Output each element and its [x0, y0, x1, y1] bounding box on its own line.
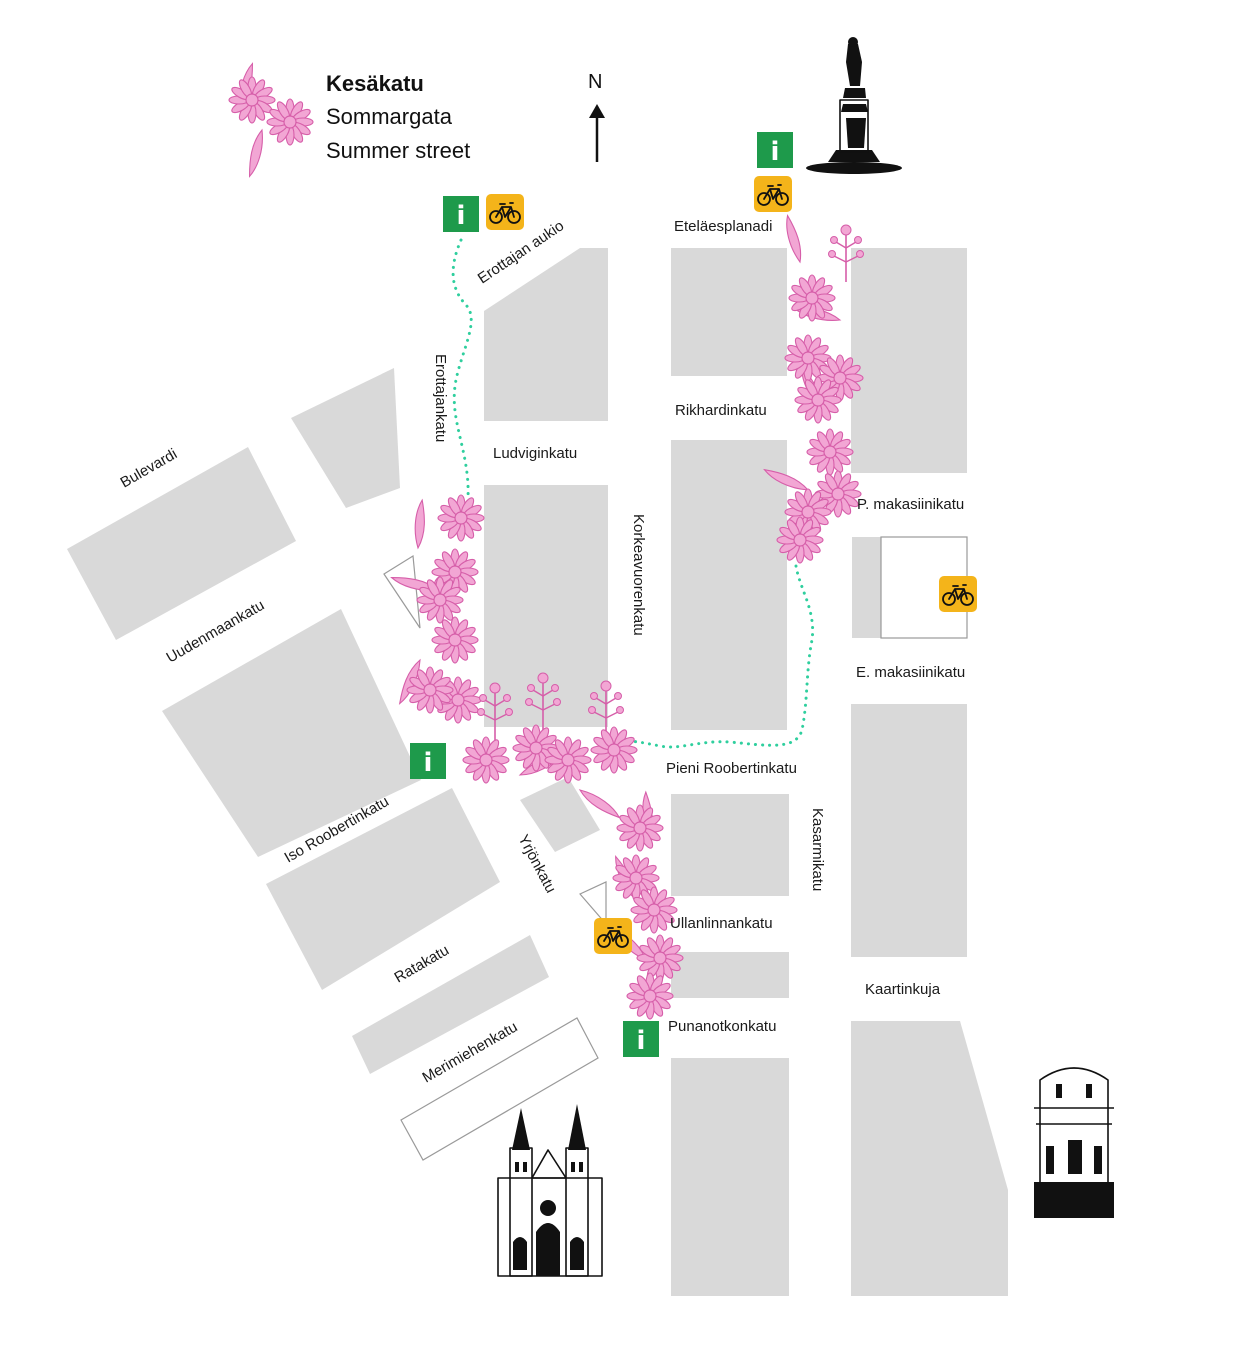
info-point-icon[interactable]: i [443, 196, 479, 232]
block-punanotkonkatu [671, 1058, 789, 1296]
block-uudenmaankatu-north [291, 368, 400, 508]
info-point-icon[interactable]: i [410, 743, 446, 779]
block-ludviginkatu [484, 485, 608, 727]
city-bike-station-icon[interactable] [753, 175, 793, 213]
block-makasiini-left [852, 537, 881, 638]
block-east-top [851, 248, 967, 473]
block-yrjonkatu [520, 777, 600, 852]
street-label-ratakatu: Ratakatu [392, 942, 453, 987]
legend-english: Summer street [326, 138, 470, 163]
street-label-erottajankatu: Erottajankatu [432, 354, 449, 442]
block-erottajan-aukio [484, 248, 608, 421]
street-label-ludviginkatu: Ludviginkatu [493, 445, 577, 462]
small-outline-yrjonkatu [579, 881, 607, 926]
street-label-rikhardinkatu: Rikhardinkatu [675, 402, 767, 419]
street-label-kasarmikatu: Kasarmikatu [809, 808, 826, 891]
street-label-ullanlinnankatu: Ullanlinnankatu [670, 915, 773, 932]
street-label-e-makasiinikatu: E. makasiinikatu [856, 664, 965, 681]
street-label-punanotkonkatu: Punanotkonkatu [668, 1018, 776, 1035]
block-kaartinkuja [851, 1021, 1008, 1296]
info-point-icon[interactable]: i [757, 132, 793, 168]
walking-route [451, 238, 815, 749]
north-label: N [588, 71, 602, 93]
legend-title: Kesäkatu [326, 71, 424, 96]
street-label-uudenmaankatu: Uudenmaankatu [164, 597, 268, 667]
block-pieni-roobertinkatu [671, 794, 789, 896]
block-bulevardi [67, 447, 296, 640]
city-bike-station-icon[interactable] [938, 575, 978, 613]
block-merimiehenkatu [400, 1017, 599, 1161]
small-outline-west [383, 554, 421, 629]
block-uudenmaankatu [162, 609, 421, 857]
block-ullanlinnankatu [671, 952, 789, 998]
svg-text:i: i [771, 137, 780, 167]
block-etelaesplanadi [671, 248, 787, 376]
street-label-bulevardi: Bulevardi [118, 445, 181, 491]
street-label-korkeavuorenkatu: Korkeavuorenkatu [630, 514, 647, 636]
block-iso-roobertinkatu [266, 788, 500, 990]
street-label-p-makasiinikatu: P. makasiinikatu [857, 496, 964, 513]
city-bike-station-icon[interactable] [485, 193, 525, 231]
info-point-icon[interactable]: i [623, 1021, 659, 1057]
legend-flower-icon [222, 63, 314, 177]
svg-text:i: i [457, 201, 466, 231]
legend: Kesäkatu Sommargata Summer street [222, 63, 470, 177]
statue-monument-icon [806, 37, 902, 174]
block-rikhardinkatu [671, 440, 787, 730]
city-bike-station-icon[interactable] [593, 917, 633, 955]
street-label-kaartinkuja: Kaartinkuja [865, 981, 941, 998]
church-icon [497, 1104, 603, 1277]
svg-text:i: i [637, 1026, 646, 1056]
legend-swedish: Sommargata [326, 104, 453, 129]
block-ratakatu [352, 935, 549, 1074]
street-label-pieni-roobertinkatu: Pieni Roobertinkatu [666, 760, 797, 777]
city-blocks [67, 248, 1008, 1296]
block-kasarmikatu-east [851, 704, 967, 957]
street-label-etelaesplanadi: Eteläesplanadi [674, 218, 772, 235]
tower-icon [1034, 1067, 1114, 1218]
svg-text:i: i [424, 748, 433, 778]
north-arrow: N [588, 71, 605, 162]
